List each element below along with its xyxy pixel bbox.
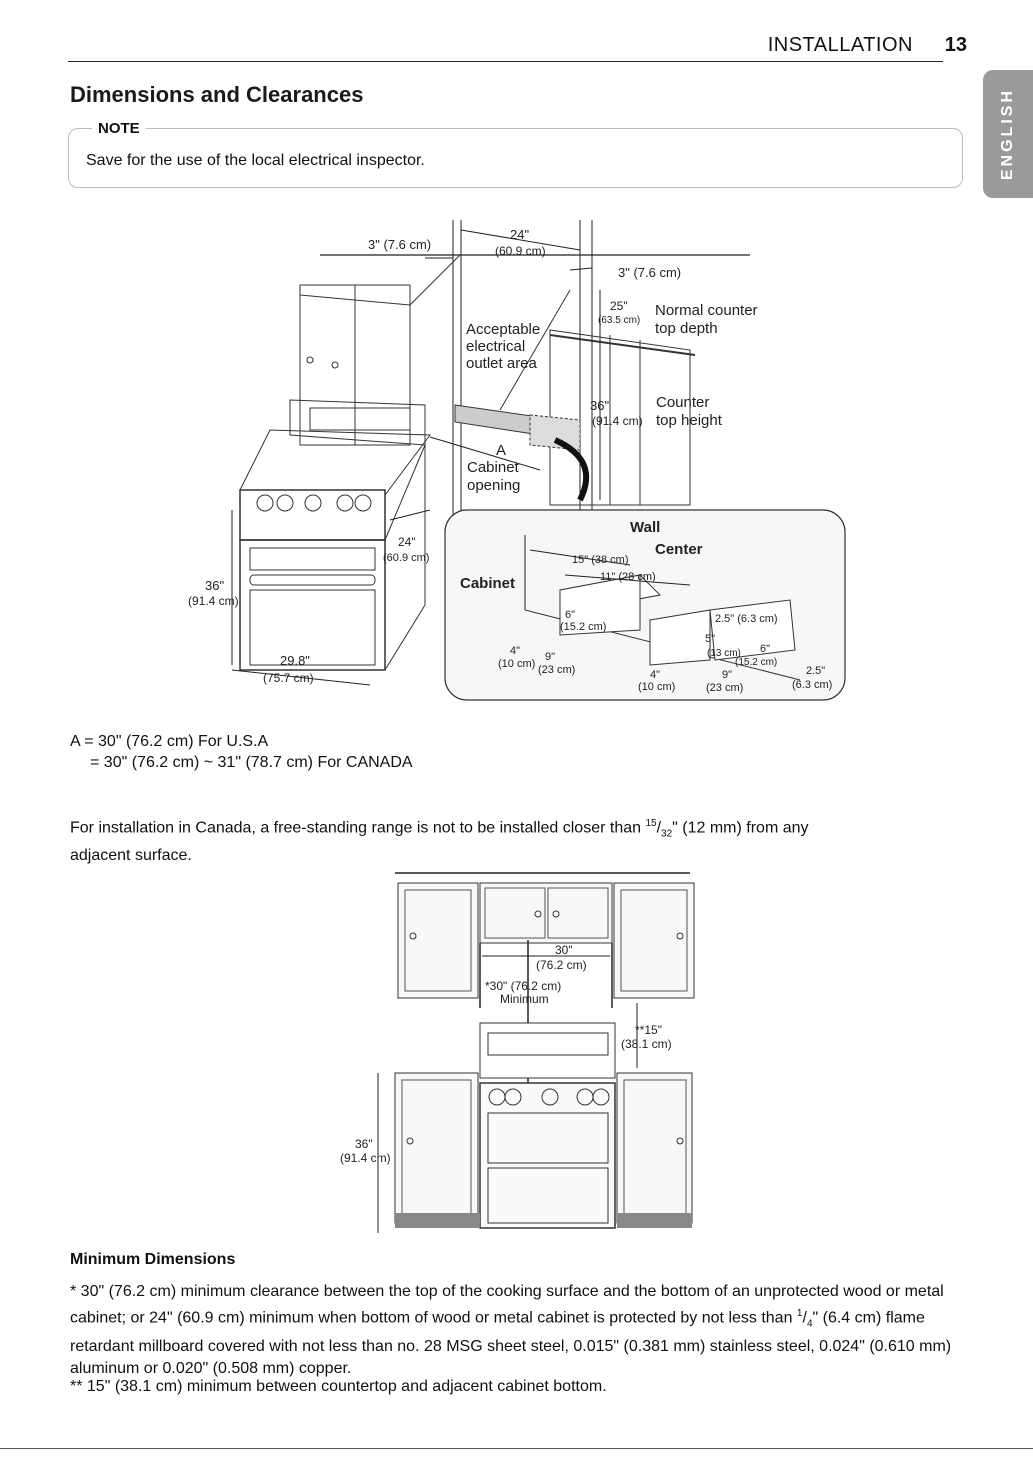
diagram-1-svg: 3" (7.6 cm) 24" (60.9 cm) 3" (7.6 cm) Ac… [188, 220, 846, 701]
label-side-clearance-cm: (38.1 cm) [621, 1037, 672, 1051]
label-top-left-clearance: 3" (7.6 cm) [368, 237, 431, 252]
label-cabinet-opening-1: Cabinet [467, 459, 520, 476]
label-center: Center [655, 541, 703, 558]
label-d25a: 2.5" (6.3 cm) [715, 613, 778, 625]
minimum-dimensions-paragraph-1: * 30" (76.2 cm) minimum clearance betwee… [70, 1283, 952, 1377]
note-text: Save for the use of the local electrical… [86, 152, 425, 169]
label-d25b: 2.5" [806, 665, 825, 677]
label-d6a: 6" [565, 609, 575, 621]
label-height-cm: (91.4 cm) [340, 1151, 391, 1165]
canada-frac-den: 32 [661, 828, 673, 840]
label-top-right-clearance: 3" (7.6 cm) [618, 265, 681, 280]
label-d6b-cm: (15.2 cm) [735, 657, 777, 668]
label-height-in: 36" [355, 1137, 373, 1151]
label-side-clearance-in: **15" [635, 1023, 662, 1037]
min-p1-num: 1 [796, 1308, 803, 1319]
language-tab-label: ENGLISH [999, 87, 1016, 181]
language-tab: ENGLISH [983, 70, 1033, 198]
min-p1-a: * 30" (76.2 cm) minimum clearance betwee… [70, 1283, 944, 1327]
header-section-title: INSTALLATION [767, 34, 913, 56]
installation-dimensions-diagram: 3" (7.6 cm) 24" (60.9 cm) 3" (7.6 cm) Ac… [170, 210, 850, 715]
label-range-width-cm: (75.7 cm) [263, 671, 314, 685]
label-counter-height-1: Counter [656, 394, 709, 411]
label-d5-cm: (13 cm) [707, 648, 741, 659]
label-d6b: 6" [760, 643, 770, 655]
label-d9b-cm: (23 cm) [706, 682, 743, 694]
a-spec-line-2: = 30" (76.2 cm) ~ 31" (78.7 cm) For CANA… [90, 754, 413, 771]
label-counter-height-cm: (91.4 cm) [592, 414, 643, 428]
label-d11: 11" (28 cm) [600, 571, 656, 583]
label-range-height-cm: (91.4 cm) [188, 594, 239, 608]
label-cabinet: Cabinet [460, 575, 515, 592]
label-d9a: 9" [545, 651, 555, 663]
label-counter-depth-2: top depth [655, 320, 718, 337]
label-cabinet-opening-2: opening [467, 477, 520, 494]
label-range-width-in: 29.8" [280, 653, 310, 668]
label-width-in: 30" [555, 943, 573, 957]
label-outlet-area-2: electrical [466, 338, 525, 355]
label-depth-in: 25" [610, 299, 628, 313]
label-d4a-cm: (10 cm) [498, 658, 535, 670]
note-label: NOTE [92, 120, 146, 137]
a-spec-line-1: A = 30" (76.2 cm) For U.S.A [70, 733, 269, 750]
minimum-clearance-diagram: 30" (76.2 cm) *30" (76.2 cm) Minimum **1… [340, 868, 710, 1243]
diagram-2-svg: 30" (76.2 cm) *30" (76.2 cm) Minimum **1… [340, 872, 695, 1233]
label-min-clearance: *30" (76.2 cm) [485, 979, 561, 993]
label-range-depth-cm: (60.9 cm) [383, 552, 429, 564]
label-d6a-cm: (15.2 cm) [560, 621, 606, 633]
page-number: 13 [944, 34, 967, 56]
minimum-dimensions-paragraph-2: ** 15" (38.1 cm) minimum between counter… [70, 1378, 607, 1395]
label-d5: 5" [705, 633, 715, 645]
label-d25b-cm: (6.3 cm) [792, 679, 832, 691]
label-d9a-cm: (23 cm) [538, 664, 575, 676]
label-width-cm: (76.2 cm) [536, 958, 587, 972]
canada-line-2: adjacent surface. [70, 846, 192, 864]
label-cabinet-letter: A [496, 442, 506, 459]
label-depth-cm: (63.5 cm) [598, 315, 640, 326]
minimum-dimensions-heading: Minimum Dimensions [70, 1251, 236, 1268]
min-p1-den: 4 [806, 1318, 813, 1330]
label-counter-height-in: 36" [590, 398, 609, 413]
label-counter-depth-1: Normal counter [655, 302, 758, 319]
page-title: Dimensions and Clearances [70, 82, 364, 107]
label-d4a: 4" [510, 645, 520, 657]
canada-text-after: " (12 mm) from any [672, 819, 809, 837]
label-counter-height-2: top height [656, 412, 723, 429]
label-range-height-in: 36" [205, 578, 224, 593]
canada-paragraph: For installation in Canada, a free-stand… [70, 818, 809, 864]
footer-divider [0, 1448, 1033, 1449]
label-range-depth-in: 24" [398, 535, 416, 549]
label-d4b: 4" [650, 669, 660, 681]
note-box [68, 128, 963, 188]
label-top-width-cm: (60.9 cm) [495, 244, 546, 258]
label-minimum-word: Minimum [500, 992, 549, 1006]
label-outlet-area-3: outlet area [466, 355, 538, 372]
min-p1-b: " (6.4 cm) flame retardant millboard cov… [70, 1309, 952, 1377]
label-d15: 15" (38 cm) [572, 554, 628, 566]
label-d9b: 9" [722, 669, 732, 681]
label-d4b-cm: (10 cm) [638, 681, 675, 693]
canada-frac-num: 15 [645, 818, 657, 829]
header-divider [68, 61, 943, 62]
canada-text-before: For installation in Canada, a free-stand… [70, 819, 646, 837]
label-outlet-area-1: Acceptable [466, 321, 540, 338]
label-top-width: 24" [510, 227, 529, 242]
label-wall: Wall [630, 519, 660, 536]
